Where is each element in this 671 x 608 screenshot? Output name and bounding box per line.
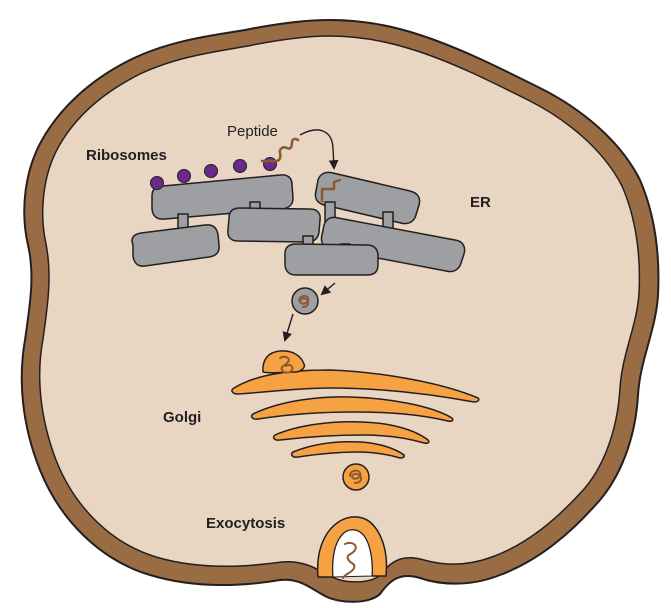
transport-vesicle	[292, 288, 318, 314]
cytoplasm	[40, 36, 640, 582]
golgi-label: Golgi	[163, 409, 201, 426]
vesicle-icon	[292, 288, 318, 314]
ribosome	[178, 170, 191, 183]
ribosome	[264, 158, 277, 171]
ribosome	[234, 160, 247, 173]
ribosomes-label: Ribosomes	[86, 147, 167, 164]
ribosome	[205, 165, 218, 178]
er-cisterna-bottom	[285, 244, 378, 275]
vesicle-icon	[343, 464, 369, 490]
secretory-vesicle	[343, 464, 369, 490]
er-label: ER	[470, 194, 491, 211]
peptide-label: Peptide	[227, 123, 278, 140]
exocytosis-label: Exocytosis	[206, 515, 285, 532]
ribosome	[151, 177, 164, 190]
